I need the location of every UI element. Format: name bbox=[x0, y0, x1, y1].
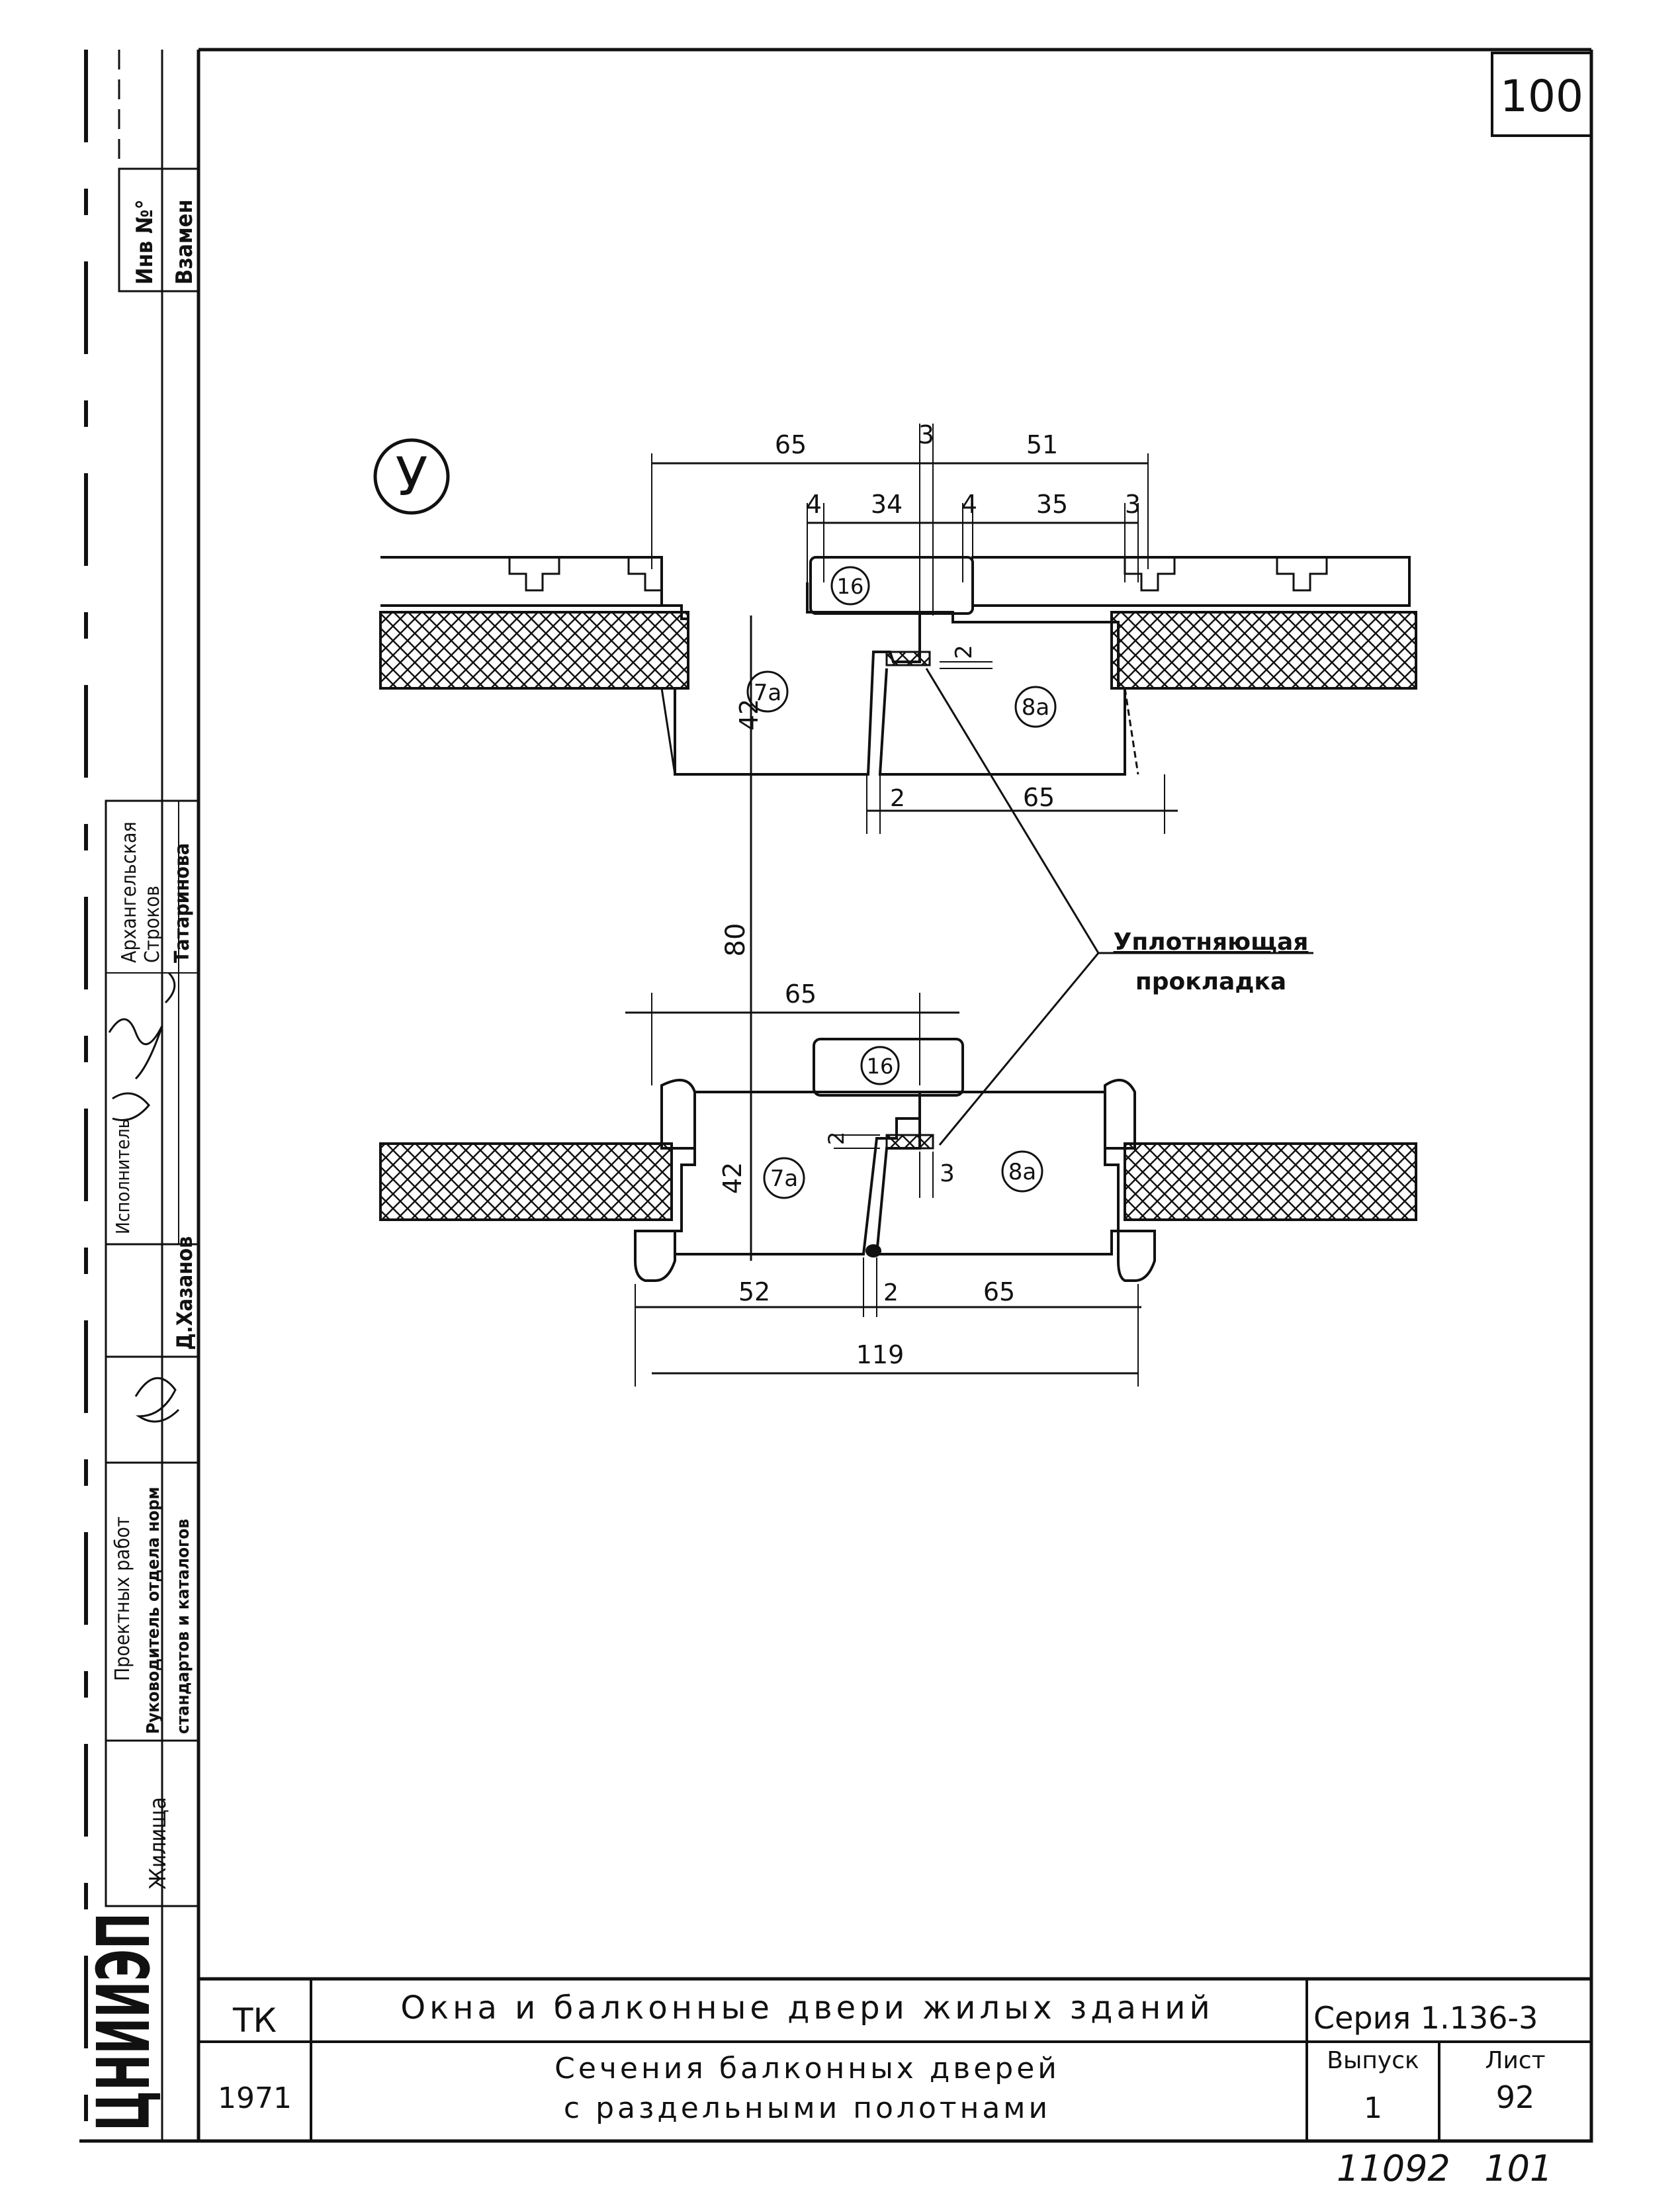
dim-bottom-119: 119 bbox=[856, 1340, 905, 1369]
dim-top-3b: 3 bbox=[1125, 490, 1141, 519]
part-label-16-top: 16 bbox=[837, 574, 864, 599]
part-label-7a-bottom: 7а bbox=[770, 1165, 798, 1192]
housing-label: Жилища bbox=[145, 1797, 171, 1890]
part-label-7a-top: 7а bbox=[754, 680, 781, 706]
side-stamp: Инв №° Взамен bbox=[118, 167, 200, 293]
signature-marks bbox=[108, 972, 180, 1423]
subtitle-line2: с раздельными полотнами bbox=[564, 2091, 1051, 2125]
dim-bottom-2-vertical: 2 bbox=[824, 1132, 849, 1145]
lower-section: 16 7а 8а 65 2 42 3 52 2 65 119 bbox=[379, 980, 1417, 1387]
staff-block: Исполнитель Архангельская Строков Татари… bbox=[81, 799, 200, 2131]
sheet-number: 100 bbox=[1500, 71, 1583, 122]
executor-label: Исполнитель bbox=[112, 1118, 134, 1234]
sheet-number-box: 100 bbox=[1491, 52, 1593, 137]
issue-label: Выпуск bbox=[1327, 2047, 1419, 2074]
issue-value: 1 bbox=[1364, 2091, 1382, 2125]
inv-number-label: Инв №° bbox=[132, 199, 158, 285]
seal-leader-lines: Уплотняющая прокладка bbox=[925, 668, 1313, 1146]
dim-bottom-65: 65 bbox=[983, 1277, 1015, 1306]
dim-bottom-3: 3 bbox=[940, 1160, 955, 1187]
staff-name-2: Строков bbox=[141, 886, 164, 963]
institute-logo: ЦНИИЭП bbox=[81, 1913, 166, 2131]
dim-top-2-vertical: 2 bbox=[951, 645, 977, 659]
title-block: ТК 1971 Окна и балконные двери жилых зда… bbox=[197, 1977, 1593, 2143]
dim-top-65-bottom: 65 bbox=[1023, 783, 1055, 812]
replaced-label: Взамен bbox=[171, 199, 198, 285]
subtitle-line1: Сечения балконных дверей bbox=[554, 2052, 1060, 2085]
part-label-8a-top: 8а bbox=[1022, 694, 1049, 721]
main-title: Окна и балконные двери жилых зданий bbox=[400, 1989, 1214, 2027]
dim-top-51: 51 bbox=[1026, 430, 1058, 459]
sheet-label: Лист bbox=[1485, 2047, 1545, 2074]
dept-head-line2: стандартов и каталогов bbox=[173, 1519, 193, 1734]
dim-bottom-2: 2 bbox=[883, 1279, 899, 1306]
dim-bottom-65-top: 65 bbox=[785, 980, 817, 1009]
footer-note: 11092 101 bbox=[1337, 2148, 1552, 2188]
seal-label-line2: прокладка bbox=[1135, 968, 1286, 995]
org-code: ТК bbox=[232, 2001, 277, 2040]
dim-top-2-bottom: 2 bbox=[890, 785, 905, 812]
part-label-16-bottom: 16 bbox=[867, 1054, 894, 1079]
dim-top-65: 65 bbox=[775, 430, 807, 459]
dim-top-4a: 4 bbox=[806, 490, 822, 519]
head-name: Д.Хазанов bbox=[172, 1236, 197, 1350]
detail-marker: У bbox=[373, 438, 450, 515]
detail-marker-label: У bbox=[396, 446, 428, 508]
dim-top-42: 42 bbox=[734, 699, 764, 731]
staff-name-1: Архангельская bbox=[118, 821, 141, 963]
dept-label: Проектных работ bbox=[111, 1516, 134, 1681]
upper-section: 16 7а 8а 65 3 51 4 34 4 35 3 42 2 2 bbox=[379, 420, 1417, 834]
part-label-8a-bottom: 8а bbox=[1008, 1159, 1036, 1185]
dim-vertical-80: 80 bbox=[721, 923, 751, 957]
dim-top-35: 35 bbox=[1036, 490, 1068, 519]
dim-bottom-42: 42 bbox=[718, 1162, 747, 1194]
sheet-value: 92 bbox=[1496, 2079, 1535, 2115]
staff-name-3: Татаринова bbox=[171, 843, 194, 963]
series: Серия 1.136-3 bbox=[1313, 2000, 1538, 2036]
seal-label-line1: Уплотняющая bbox=[1114, 929, 1309, 956]
dim-bottom-52: 52 bbox=[738, 1277, 770, 1306]
year: 1971 bbox=[218, 2081, 292, 2115]
dim-top-34: 34 bbox=[871, 490, 903, 519]
vertical-dimension: 80 bbox=[721, 615, 752, 1261]
dim-top-3: 3 bbox=[918, 420, 934, 449]
dim-top-4b: 4 bbox=[961, 490, 977, 519]
dept-head-line1: Руководитель отдела норм bbox=[144, 1486, 163, 1734]
